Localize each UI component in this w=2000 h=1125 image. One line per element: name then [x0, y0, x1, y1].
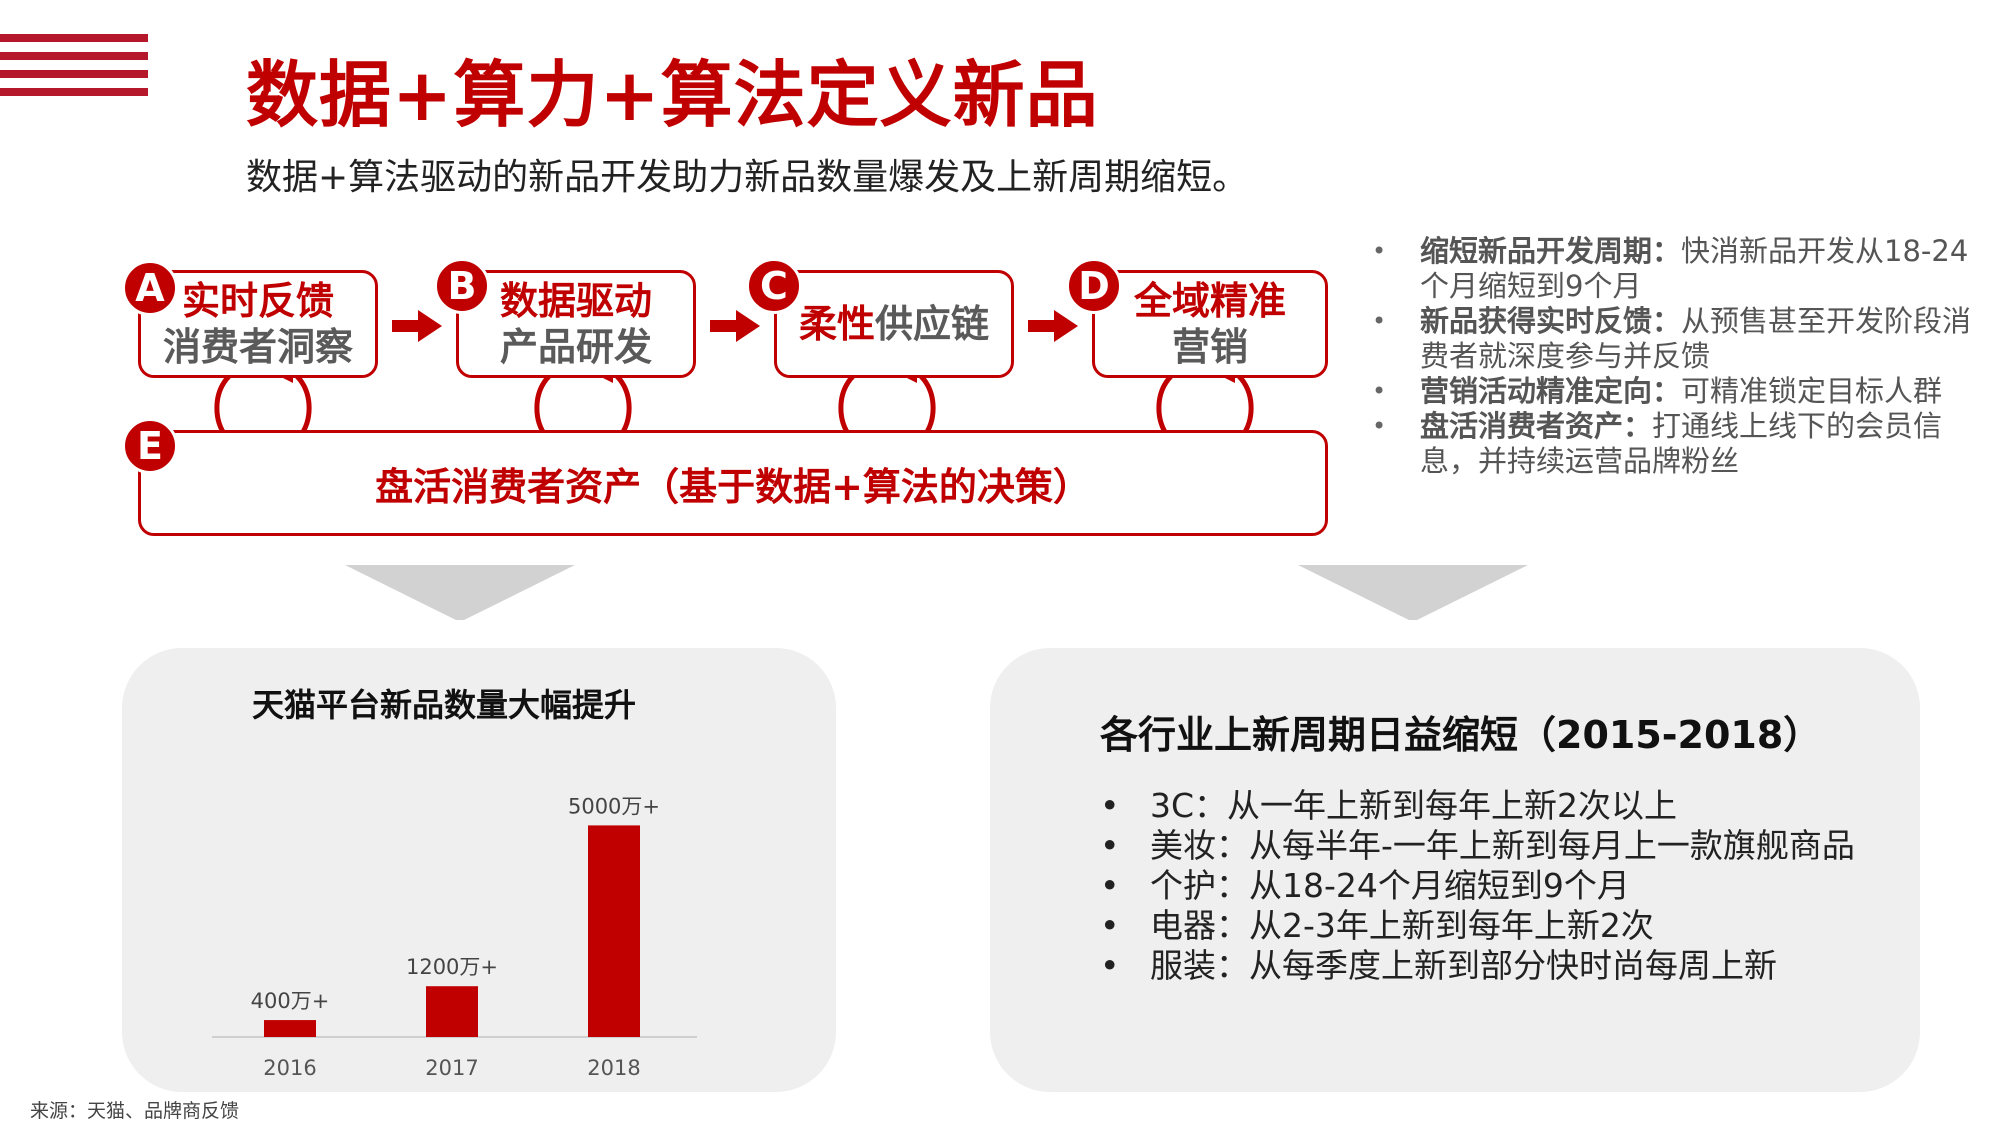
- flow-d-line1: 全域精准: [1133, 279, 1286, 323]
- x-tick-label: 2018: [587, 1056, 640, 1080]
- flow-box-d: 全域精准 营销: [1092, 270, 1328, 378]
- data-label-2016: 400万+: [251, 989, 330, 1013]
- page-title: 数据+算力+算法定义新品: [246, 53, 1099, 137]
- flow-box-b: 数据驱动 产品研发: [456, 270, 696, 378]
- flow-a-line1: 实时反馈: [181, 279, 334, 323]
- list-item-text: 3C：从一年上新到每年上新2次以上: [1150, 786, 1678, 825]
- benefit-item: •营销活动精准定向：可精准锁定目标人群: [1372, 374, 1943, 408]
- left-panel: [122, 648, 836, 1092]
- bar-2016: [264, 1020, 316, 1037]
- badge-b: B: [434, 258, 490, 314]
- flow-box-e: 盘活消费者资产（基于数据+算法的决策）: [138, 430, 1328, 536]
- flow-box-a: 实时反馈 消费者洞察: [138, 270, 378, 378]
- flow-a-line2: 消费者洞察: [162, 325, 353, 369]
- flow-e-label: 盘活消费者资产（基于数据+算法的决策）: [375, 464, 1091, 509]
- x-tick-label: 2017: [425, 1056, 478, 1080]
- right-panel: [990, 648, 1920, 1092]
- benefit-item: •盘活消费者资产：打通线上线下的会员信息，并持续运营品牌粉丝: [1372, 409, 1943, 478]
- bar-2017: [426, 986, 478, 1037]
- benefit-text: 可精准锁定目标人群: [1681, 374, 1943, 408]
- benefit-bold: 新品获得实时反馈：: [1420, 304, 1682, 338]
- bar-chart: 400万+ 2016 1200万+ 2017 5000万+ 2018: [212, 794, 697, 1080]
- header-stripes: [0, 34, 148, 106]
- arrow-right-icon: [392, 310, 442, 342]
- benefit-item: •新品获得实时反馈：从预售甚至开发阶段消费者就深度参与并反馈: [1372, 304, 1972, 373]
- page-subtitle: 数据+算法驱动的新品开发助力新品数量爆发及上新周期缩短。: [246, 157, 1249, 198]
- badge-c: C: [746, 258, 802, 314]
- right-panel-title: 各行业上新周期日益缩短（2015-2018）: [1100, 713, 1822, 757]
- chevron-down-icon: [1298, 565, 1528, 620]
- benefit-list: •缩短新品开发周期：快消新品开发从18-24个月缩短到9个月 •新品获得实时反馈…: [1372, 234, 1972, 479]
- benefit-item: •缩短新品开发周期：快消新品开发从18-24个月缩短到9个月: [1372, 234, 1969, 303]
- benefit-text: 打通线上线下的会员信息，并持续运营品牌粉丝: [1420, 409, 1943, 478]
- list-item: •服装：从每季度上新到部分快时尚每周上新: [1100, 946, 1777, 985]
- flow-c-line1a: 柔性: [798, 302, 875, 346]
- bar-2018: [588, 825, 640, 1037]
- badge-a: A: [122, 260, 178, 316]
- x-tick-label: 2016: [263, 1056, 316, 1080]
- list-item-text: 美妆：从每半年-一年上新到每月上一款旗舰商品: [1150, 826, 1855, 865]
- left-panel-title: 天猫平台新品数量大幅提升: [252, 686, 637, 724]
- flow-d-line2: 营销: [1171, 325, 1248, 369]
- flow-b-line1: 数据驱动: [499, 279, 652, 323]
- source-note: 来源：天猫、品牌商反馈: [30, 1100, 240, 1122]
- flow-b-line2: 产品研发: [499, 325, 652, 369]
- benefit-bold: 缩短新品开发周期：: [1420, 234, 1682, 268]
- data-label-2018: 5000万+: [568, 794, 660, 818]
- data-label-2017: 1200万+: [406, 955, 498, 979]
- badge-d: D: [1066, 258, 1122, 314]
- benefit-text: 从预售甚至开发阶段消费者就深度参与并反馈: [1420, 304, 1972, 373]
- list-item: •个护：从18-24个月缩短到9个月: [1100, 866, 1630, 905]
- list-item: •电器：从2-3年上新到每年上新2次: [1100, 906, 1654, 945]
- benefit-bold: 盘活消费者资产：: [1420, 409, 1653, 443]
- industry-list: •3C：从一年上新到每年上新2次以上 •美妆：从每半年-一年上新到每月上一款旗舰…: [1100, 786, 1855, 986]
- list-item-text: 个护：从18-24个月缩短到9个月: [1150, 866, 1630, 905]
- list-item-text: 服装：从每季度上新到部分快时尚每周上新: [1150, 946, 1777, 985]
- flow-c-line1b: 供应链: [875, 302, 990, 346]
- list-item: •3C：从一年上新到每年上新2次以上: [1100, 786, 1678, 825]
- badge-e: E: [122, 418, 178, 474]
- benefit-text: 快消新品开发从18-24个月缩短到9个月: [1420, 234, 1969, 303]
- flow-box-c: 柔性供应链: [774, 270, 1014, 378]
- list-item-text: 电器：从2-3年上新到每年上新2次: [1150, 906, 1654, 945]
- arrow-right-icon: [1028, 310, 1078, 342]
- chevron-down-icon: [345, 565, 575, 620]
- arrow-right-icon: [710, 310, 760, 342]
- list-item: •美妆：从每半年-一年上新到每月上一款旗舰商品: [1100, 826, 1855, 865]
- benefit-bold: 营销活动精准定向：: [1420, 374, 1682, 408]
